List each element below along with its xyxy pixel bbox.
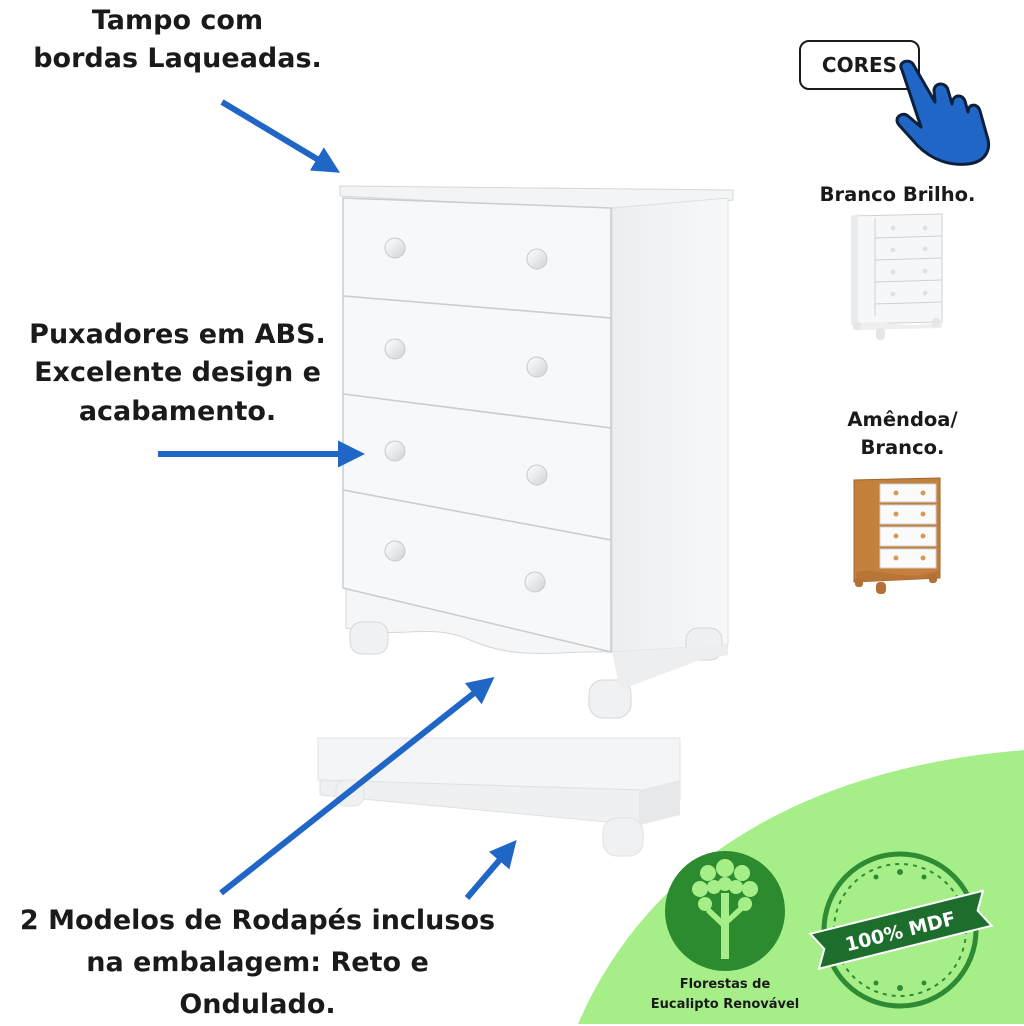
- arrow-straight-plinth: [464, 840, 517, 900]
- swatch-label-branco-brilho: Branco Brilho.: [819, 183, 976, 206]
- arrow-wavy-plinth: [219, 676, 495, 896]
- callout-top-edges: Tampo com bordas Laqueadas.: [33, 5, 322, 75]
- eco-badge-text: Florestas de Eucalipto Renovável: [650, 977, 800, 1012]
- callout-handles: Puxadores em ABS. Excelente design e aca…: [29, 319, 326, 427]
- swatch-label-amendoa-branco: Amêndoa/ Branco.: [847, 408, 958, 460]
- arrow-top-edge: [220, 99, 341, 173]
- callout-plinths: 2 Modelos de Rodapés inclusos na embalag…: [19, 905, 496, 1020]
